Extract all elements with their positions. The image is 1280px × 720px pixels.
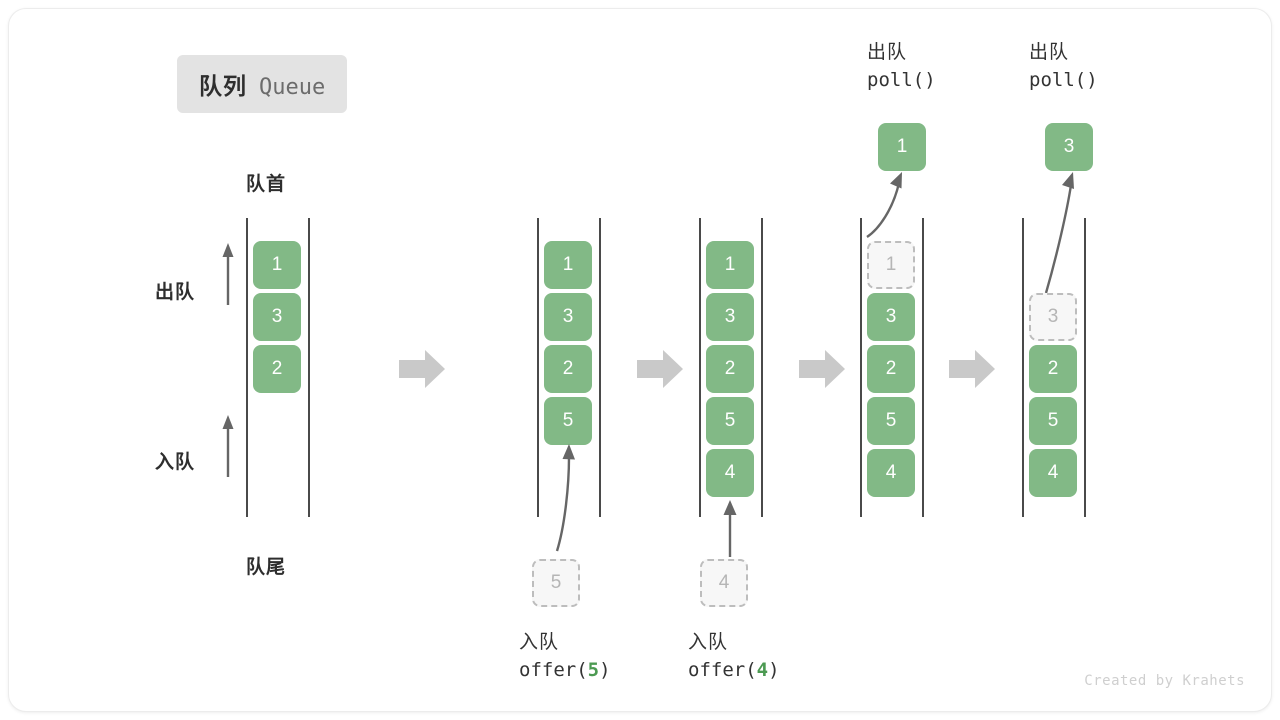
- queue-rail-right-step-1: [308, 218, 310, 517]
- dequeue-caption-step-5: 出队 poll(): [1029, 39, 1098, 94]
- step-transition-arrow-icon: [799, 350, 845, 388]
- dequeue-ghost-element: 3: [1029, 293, 1077, 341]
- dequeue-caption-zh: 出队: [867, 42, 908, 63]
- figure-title-badge: 队列 Queue: [177, 55, 348, 113]
- queue-rail-left-step-5: [1022, 218, 1024, 517]
- queue-element: 2: [706, 345, 754, 393]
- queue-element: 4: [1029, 449, 1077, 497]
- queue-rail-left-step-1: [246, 218, 248, 517]
- dequeue-direction-arrow-icon: [222, 243, 234, 305]
- enqueue-caption-zh: 入队: [519, 632, 560, 653]
- queue-element: 3: [706, 293, 754, 341]
- enqueue-ghost-element: 4: [700, 559, 748, 607]
- dequeue-arrow-icon-step-4: [866, 172, 902, 238]
- queue-rail-left-step-2: [537, 218, 539, 517]
- queue-element: 4: [867, 449, 915, 497]
- dequeue-direction-label: 出队: [155, 282, 196, 303]
- queue-element: 1: [706, 241, 754, 289]
- enqueue-arrow-icon-step-3: [723, 500, 737, 557]
- figure-title-en: Queue: [259, 75, 326, 100]
- dequeued-element: 3: [1045, 123, 1093, 171]
- queue-rail-right-step-2: [599, 218, 601, 517]
- diagram-card: 队列 Queue 队首 队尾 出队 入队 1 3 2 1 3 2 5 5 入队 …: [8, 8, 1272, 712]
- queue-element: 5: [867, 397, 915, 445]
- queue-element-incoming: 5: [544, 397, 592, 445]
- queue-rail-left-step-4: [860, 218, 862, 517]
- enqueue-direction-label: 入队: [155, 452, 196, 473]
- dequeued-element: 1: [878, 123, 926, 171]
- enqueue-direction-arrow-icon: [222, 415, 234, 477]
- queue-element: 2: [867, 345, 915, 393]
- step-transition-arrow-icon: [949, 350, 995, 388]
- front-label: 队首: [246, 174, 287, 195]
- queue-element: 3: [544, 293, 592, 341]
- dequeue-caption-code: poll(): [867, 68, 936, 91]
- figure-title-zh: 队列: [199, 73, 247, 99]
- queue-element: 2: [544, 345, 592, 393]
- queue-element: 5: [1029, 397, 1077, 445]
- rear-label: 队尾: [246, 557, 287, 578]
- queue-element-incoming: 4: [706, 449, 754, 497]
- dequeue-caption-step-4: 出队 poll(): [867, 39, 936, 94]
- queue-rail-left-step-3: [699, 218, 701, 517]
- queue-element: 2: [1029, 345, 1077, 393]
- enqueue-caption-code: offer(4): [688, 658, 780, 681]
- queue-element: 2: [253, 345, 301, 393]
- dequeue-caption-zh: 出队: [1029, 42, 1070, 63]
- queue-rail-right-step-5: [1084, 218, 1086, 517]
- enqueue-ghost-element: 5: [532, 559, 580, 607]
- queue-rail-right-step-3: [761, 218, 763, 517]
- credit-text: Created by Krahets: [1084, 673, 1245, 689]
- queue-element: 3: [867, 293, 915, 341]
- queue-element: 5: [706, 397, 754, 445]
- enqueue-caption-step-3: 入队 offer(4): [688, 629, 780, 684]
- step-transition-arrow-icon: [637, 350, 683, 388]
- queue-element: 3: [253, 293, 301, 341]
- dequeue-ghost-element: 1: [867, 241, 915, 289]
- enqueue-caption-zh: 入队: [688, 632, 729, 653]
- queue-rail-right-step-4: [922, 218, 924, 517]
- dequeue-arrow-icon-step-5: [1044, 172, 1074, 294]
- enqueue-caption-step-2: 入队 offer(5): [519, 629, 611, 684]
- enqueue-arrow-icon-step-2: [555, 444, 575, 552]
- queue-element: 1: [544, 241, 592, 289]
- dequeue-caption-code: poll(): [1029, 68, 1098, 91]
- queue-element: 1: [253, 241, 301, 289]
- step-transition-arrow-icon: [399, 350, 445, 388]
- enqueue-caption-code: offer(5): [519, 658, 611, 681]
